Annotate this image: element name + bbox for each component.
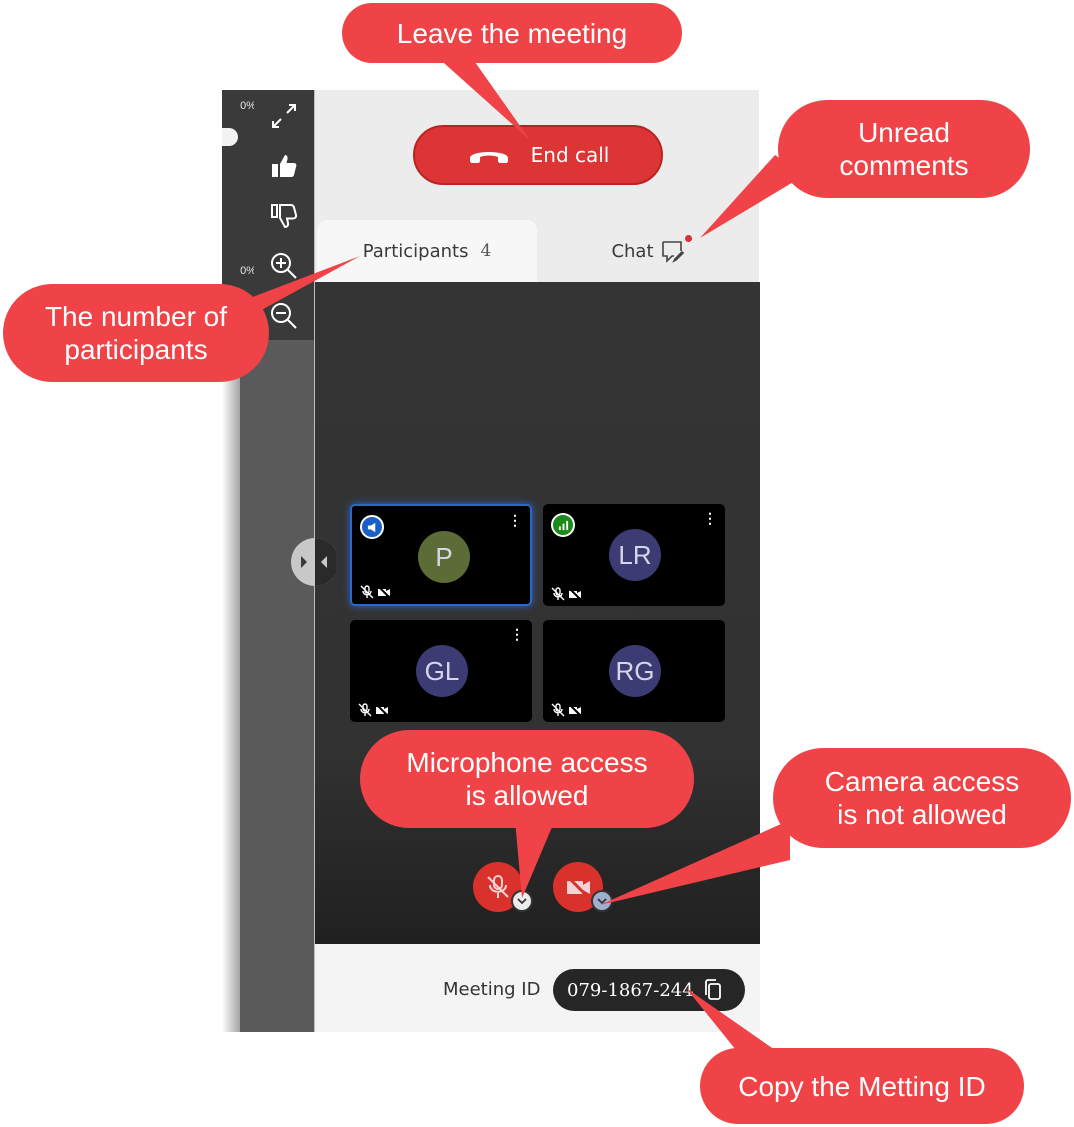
meeting-panel: End call Participants 4 Chat ⋮ P	[314, 90, 760, 1032]
tile-menu-icon[interactable]: ⋮	[510, 626, 524, 642]
panel-tabs: Participants 4 Chat	[315, 220, 760, 282]
avatar: LR	[609, 529, 661, 581]
callout-microphone-access: Microphone access is allowed	[360, 730, 694, 828]
mic-options-chevron-down-icon[interactable]	[511, 890, 533, 912]
zoom-out-icon[interactable]	[264, 296, 304, 336]
callout-camera-access: Camera access is not allowed	[773, 748, 1071, 848]
viewer-toolbar	[254, 90, 314, 340]
tile-media-status	[551, 587, 582, 601]
tile-menu-icon[interactable]: ⋮	[508, 512, 522, 528]
camera-options-chevron-down-icon[interactable]	[591, 890, 613, 912]
callout-leave-meeting: Leave the meeting	[342, 3, 682, 63]
camera-off-icon	[565, 874, 591, 900]
meeting-id-label: Meeting ID	[443, 979, 541, 1000]
callout-copy-meeting-id: Copy the Metting ID	[700, 1048, 1024, 1124]
thumbs-up-icon[interactable]	[264, 146, 304, 186]
viewer-slider-knob[interactable]	[222, 128, 238, 146]
zoom-in-icon[interactable]	[264, 246, 304, 286]
avatar: GL	[416, 645, 468, 697]
panel-collapse-handle[interactable]	[290, 537, 339, 587]
participant-tile[interactable]: RG	[543, 620, 725, 722]
chat-tab-label: Chat	[611, 240, 654, 262]
camera-off-icon	[568, 703, 582, 717]
camera-off-icon	[375, 703, 389, 717]
tile-media-status	[358, 703, 389, 717]
participant-tile[interactable]: ⋮ LR	[543, 504, 725, 606]
participant-tile[interactable]: ⋮ GL	[350, 620, 532, 722]
meeting-footer: Meeting ID 079-1867-244	[315, 944, 760, 1032]
thumbs-down-icon[interactable]	[264, 196, 304, 236]
tab-chat[interactable]: Chat	[537, 220, 760, 282]
viewer-fade	[222, 340, 242, 1032]
fullscreen-icon[interactable]	[264, 96, 304, 136]
signal-icon	[551, 513, 575, 537]
meeting-id-value: 079-1867-244	[567, 979, 694, 1001]
hang-up-icon	[469, 152, 508, 163]
video-stage: ⋮ P ⋮ LR ⋮ GL	[315, 282, 760, 944]
participant-tile[interactable]: ⋮ P	[350, 504, 532, 606]
mic-off-icon	[487, 875, 509, 898]
camera-off-icon	[568, 587, 582, 601]
mic-off-icon	[551, 703, 565, 717]
viewer-lower-area	[240, 340, 314, 1032]
avatar: RG	[609, 645, 661, 697]
mic-off-icon	[551, 587, 565, 601]
callout-number-of-participants: The number of participants	[3, 284, 269, 382]
unread-dot	[684, 235, 692, 242]
copy-icon	[704, 979, 721, 1000]
end-call-label: End call	[530, 143, 610, 167]
tile-media-status	[551, 703, 582, 717]
tile-media-status	[360, 585, 391, 599]
tile-menu-icon[interactable]: ⋮	[703, 510, 717, 526]
participants-tab-label: Participants	[362, 240, 469, 262]
camera-off-icon	[377, 585, 391, 599]
avatar: P	[418, 531, 470, 583]
speaker-icon	[360, 515, 384, 539]
chat-icon	[660, 235, 692, 263]
tab-participants[interactable]: Participants 4	[317, 220, 537, 282]
participants-count: 4	[480, 241, 492, 261]
zoom-percent-top: 0%	[240, 100, 256, 112]
callout-unread-comments: Unread comments	[778, 100, 1030, 198]
mic-off-icon	[358, 703, 372, 717]
end-call-button[interactable]: End call	[413, 125, 663, 185]
mic-off-icon	[360, 585, 374, 599]
copy-meeting-id-button[interactable]: 079-1867-244	[553, 969, 745, 1011]
